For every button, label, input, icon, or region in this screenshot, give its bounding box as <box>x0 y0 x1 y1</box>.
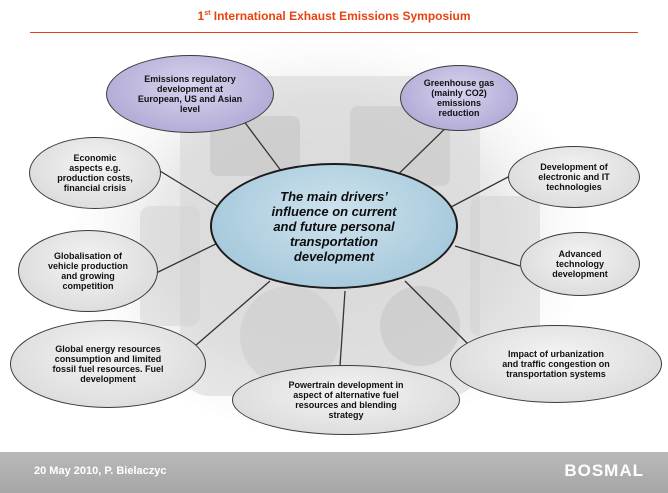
node-greenhouse-gas: Greenhouse gas (mainly CO2) emissions re… <box>400 65 518 131</box>
node-advanced-technology: Advanced technology development <box>520 232 640 296</box>
node-electronic-it: Development of electronic and IT technol… <box>508 146 640 208</box>
node-globalisation: Globalisation of vehicle production and … <box>18 230 158 312</box>
title-superscript: st <box>204 10 211 17</box>
title-rule <box>30 32 638 33</box>
node-powertrain: Powertrain development in aspect of alte… <box>232 365 460 435</box>
slide-title: 1st International Exhaust Emissions Symp… <box>197 9 471 23</box>
footer-date-author: 20 May 2010, P. Bielaczyc <box>34 465 167 477</box>
node-economic-aspects: Economic aspects e.g. production costs, … <box>29 137 161 209</box>
node-emissions-regulatory: Emissions regulatory development at Euro… <box>106 55 274 133</box>
node-urbanization: Impact of urbanization and traffic conge… <box>450 325 662 403</box>
footer-bar <box>0 452 668 493</box>
bosmal-logo: BOSMAL <box>564 461 644 480</box>
node-energy-resources: Global energy resources consumption and … <box>10 320 206 408</box>
node-center-main-drivers: The main drivers’ influence on current a… <box>210 163 458 289</box>
